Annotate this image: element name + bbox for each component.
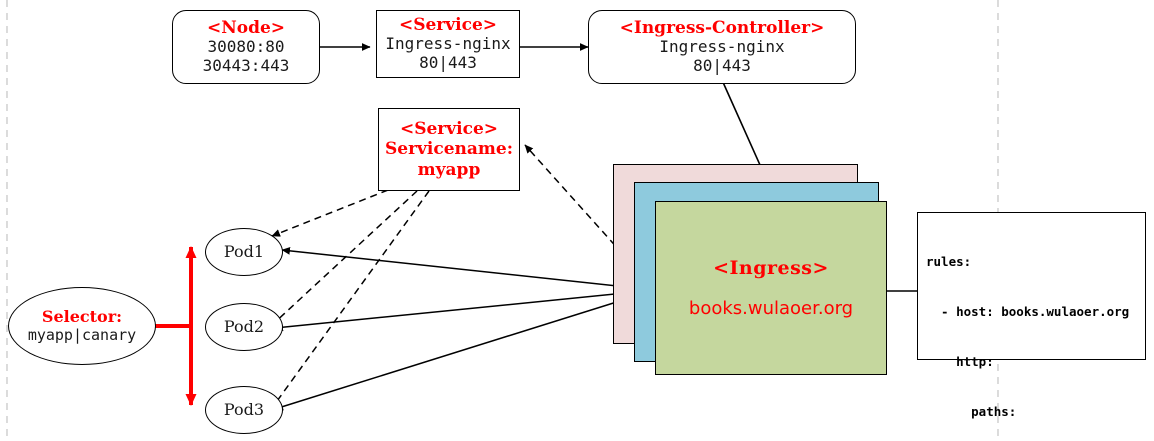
service-myapp-name-label: Servicename: [384, 139, 513, 160]
ingress-controller-name: Ingress-nginx [659, 37, 785, 57]
service-nginx-name: Ingress-nginx [385, 34, 511, 54]
service-myapp-box[interactable]: <Service> Servicename: myapp [378, 108, 520, 191]
ingress-controller-kind: <Ingress-Controller> [619, 18, 825, 39]
ingress-controller-ports: 80|443 [693, 56, 751, 76]
dashed-service-to-pod2 [271, 190, 418, 326]
line-ingress-to-pod2 [274, 289, 656, 332]
service-nginx-kind: <Service> [398, 15, 498, 36]
pod-ellipse-1[interactable]: Pod1 [205, 228, 283, 276]
pod-label-3: Pod3 [223, 399, 265, 419]
line-ingress-to-pod3 [274, 289, 656, 411]
ingress-card-front[interactable]: <Ingress> books.wulaoer.org [655, 201, 887, 375]
rules-line-1: - host: books.wulaoer.org [926, 303, 1130, 319]
rules-line-2: http: [926, 354, 994, 369]
service-nginx-box[interactable]: <Service> Ingress-nginx 80|443 [376, 10, 520, 78]
service-myapp-name-value: myapp [417, 159, 481, 180]
ingress-controller-box[interactable]: <Ingress-Controller> Ingress-nginx 80|44… [588, 10, 856, 84]
selector-value: myapp|canary [27, 325, 137, 344]
pod-ellipse-2[interactable]: Pod2 [205, 303, 283, 351]
pod-label-2: Pod2 [223, 316, 265, 336]
service-nginx-ports: 80|443 [419, 53, 477, 73]
pod-label-1: Pod1 [223, 241, 265, 261]
dashed-service-to-pod1 [271, 189, 389, 237]
dashed-service-to-pod3 [271, 190, 430, 409]
rules-line-0: rules: [926, 253, 972, 269]
line-ingress-to-pod1 [281, 246, 656, 291]
pod-ellipse-3[interactable]: Pod3 [205, 386, 283, 434]
node-box-kind: <Node> [206, 18, 286, 39]
rules-yaml-box[interactable]: rules: - host: books.wulaoer.org http: p… [917, 212, 1146, 419]
selector-label: Selector: [41, 306, 123, 326]
rules-line-3: paths: [926, 404, 1017, 420]
service-myapp-kind: <Service> [399, 119, 499, 140]
selector-ellipse[interactable]: Selector: myapp|canary [8, 287, 156, 365]
node-box-port-http: 30080:80 [207, 37, 285, 57]
node-box[interactable]: <Node> 30080:80 30443:443 [172, 10, 320, 84]
node-box-port-https: 30443:443 [202, 56, 290, 76]
ingress-host: books.wulaoer.org [688, 297, 854, 319]
ingress-kind: <Ingress> [713, 257, 829, 280]
